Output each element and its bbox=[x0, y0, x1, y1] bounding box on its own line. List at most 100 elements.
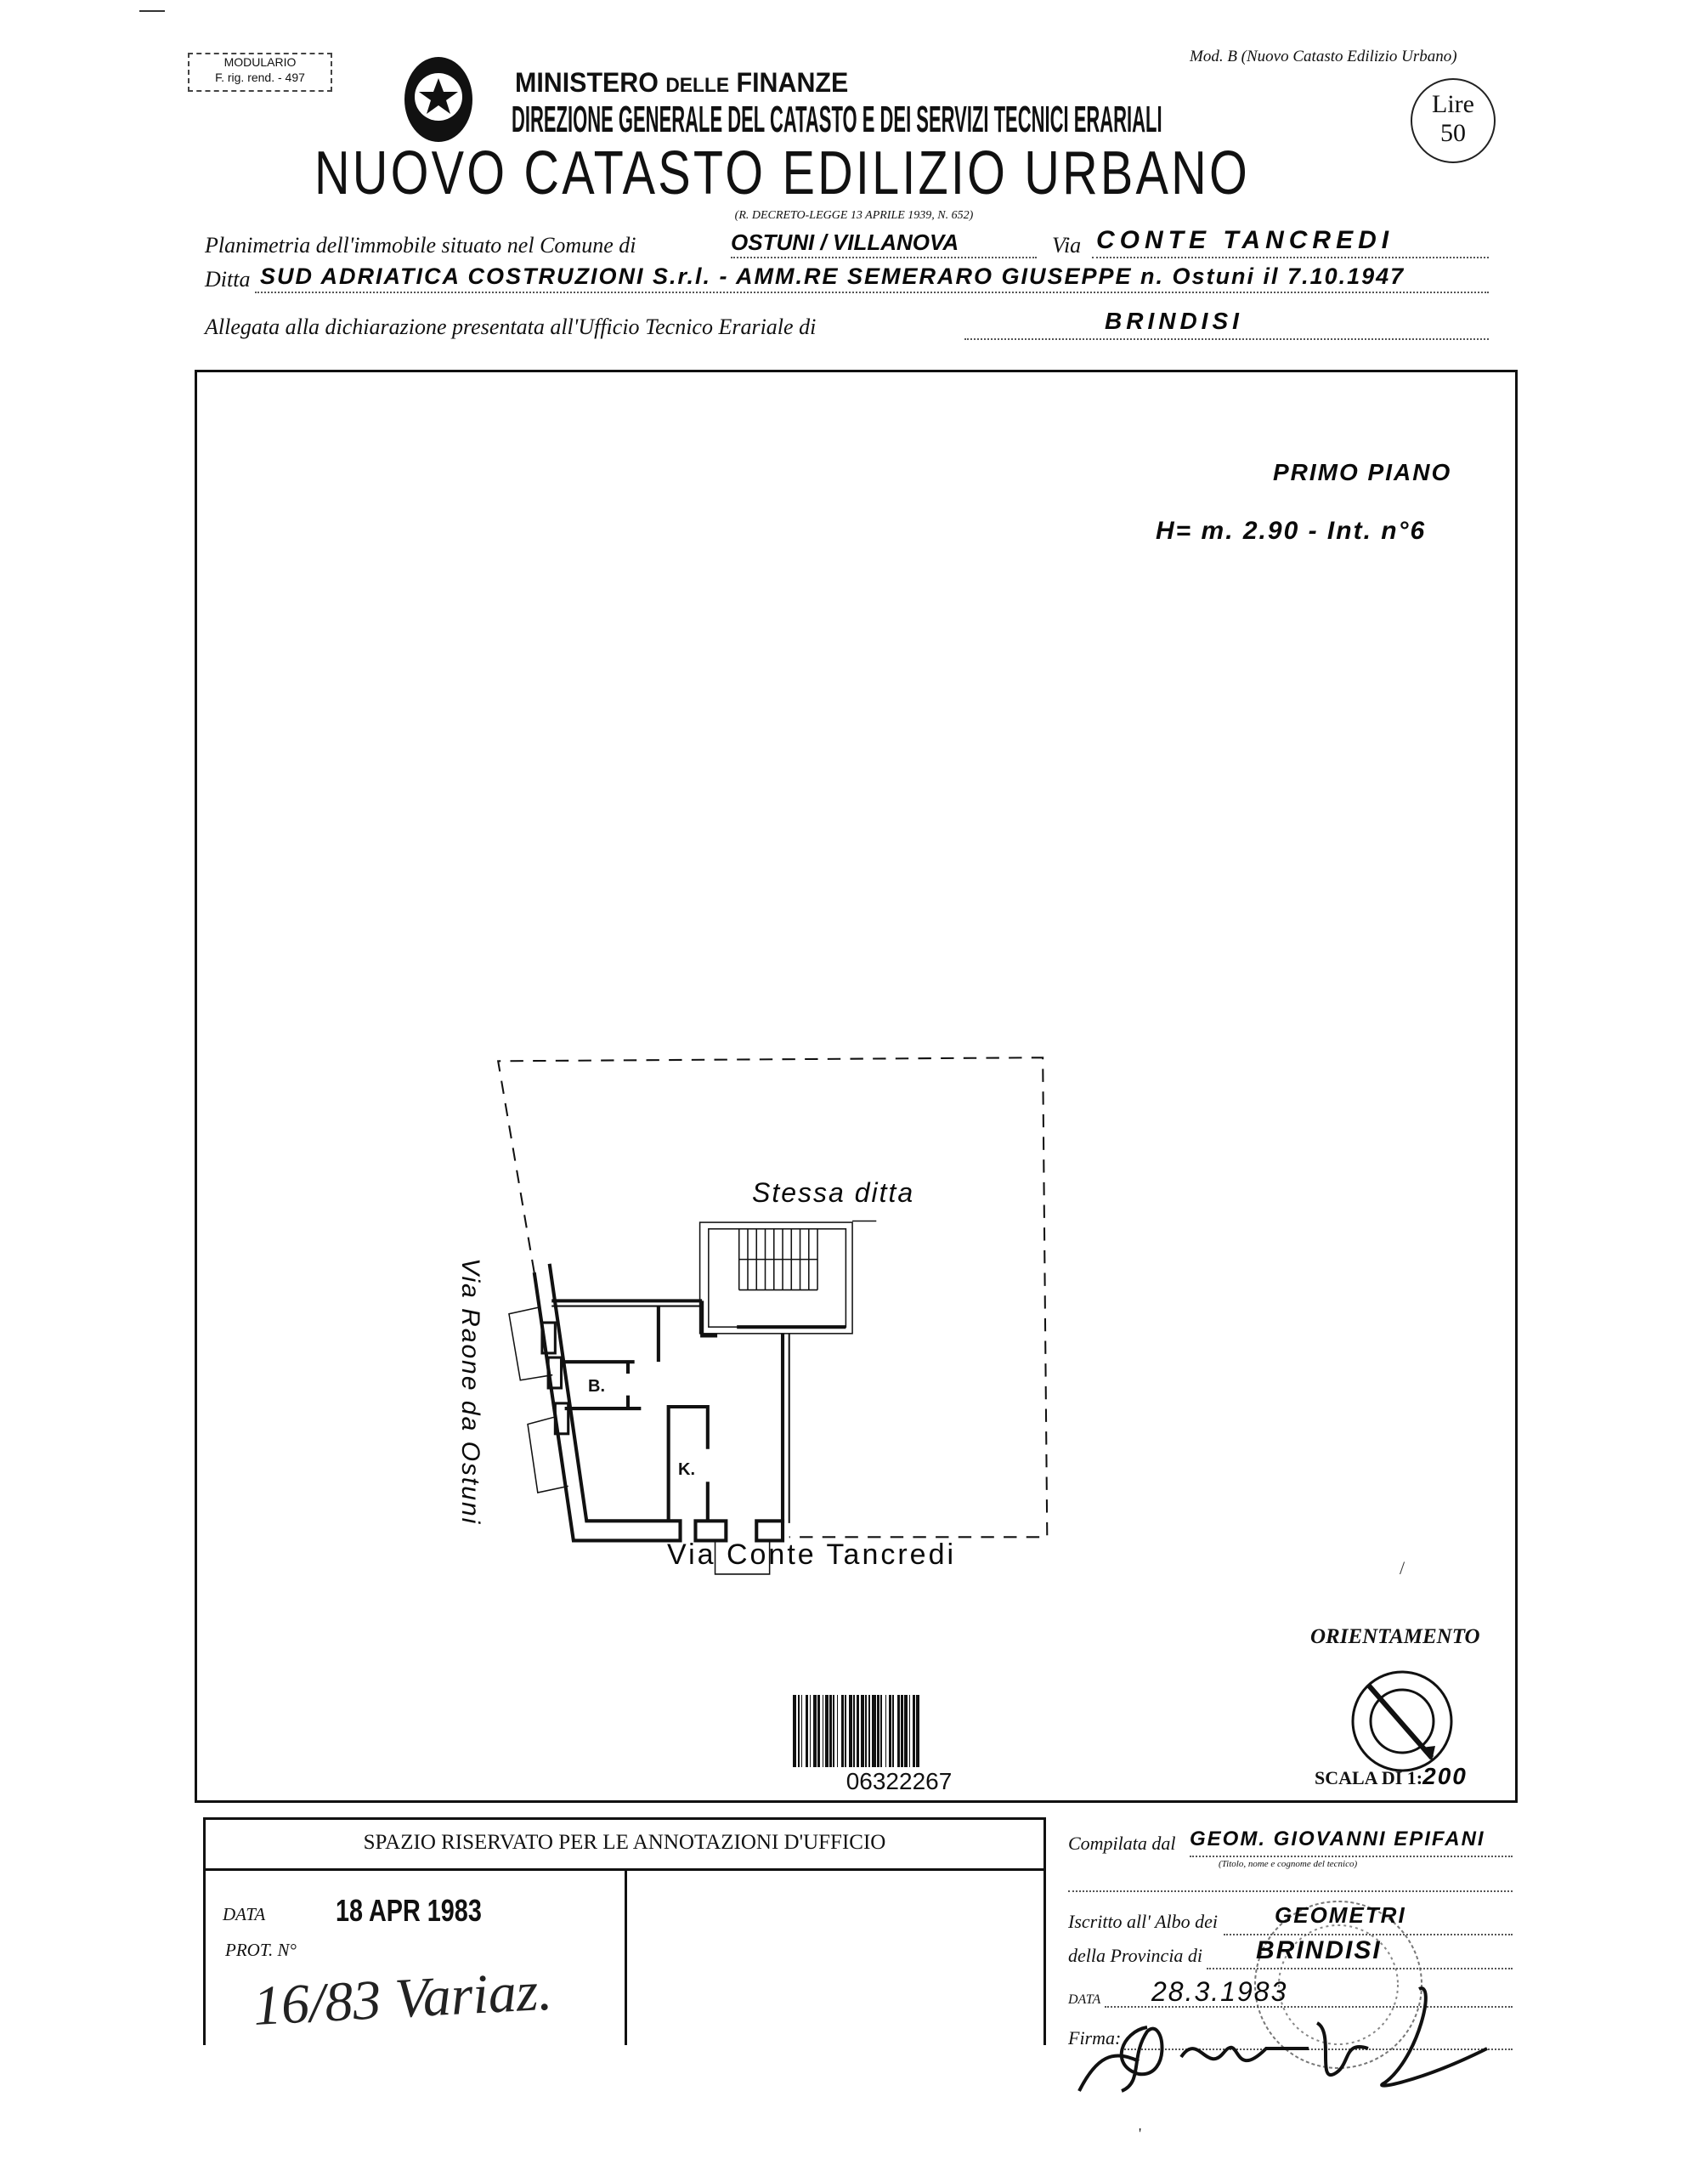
barcode-bar bbox=[824, 1695, 829, 1767]
room-kitchen-label: K. bbox=[678, 1460, 695, 1479]
scan-mark bbox=[139, 10, 165, 12]
provincia-label: della Provincia di bbox=[1068, 1945, 1203, 1966]
barcode-bar bbox=[809, 1695, 811, 1767]
scale-value: 200 bbox=[1422, 1763, 1468, 1789]
barcode-bar bbox=[885, 1695, 887, 1767]
floor-label: PRIMO PIANO bbox=[1273, 459, 1452, 485]
office-divider bbox=[625, 1871, 627, 2045]
barcode-bar bbox=[893, 1695, 897, 1767]
property-boundary bbox=[496, 1057, 1049, 1538]
ditta-field-line bbox=[255, 292, 1489, 293]
barcode-bar bbox=[902, 1695, 905, 1767]
ministry-word: MINISTERO bbox=[515, 67, 659, 98]
barcode-bar bbox=[836, 1695, 839, 1767]
compilata-hint: (Titolo, nome e cognome del tecnico) bbox=[1219, 1859, 1358, 1869]
barcode-bar bbox=[866, 1695, 869, 1767]
balconies bbox=[508, 1306, 771, 1575]
barcode-bar bbox=[829, 1695, 833, 1767]
tech-date-label: DATA bbox=[1068, 1992, 1101, 2007]
barcode-bar bbox=[860, 1695, 864, 1767]
ufficio-value: BRINDISI bbox=[1105, 308, 1243, 334]
barcode-bar bbox=[868, 1695, 870, 1767]
direzione-heading: DIREZIONE GENERALE DEL CATASTO E DEI SER… bbox=[512, 99, 1162, 140]
barcode-bar bbox=[875, 1695, 878, 1767]
barcode-bar bbox=[916, 1695, 920, 1767]
model-label: Mod. B (Nuovo Catasto Edilizio Urbano) bbox=[1190, 48, 1457, 65]
modulario-box: MODULARIO F. rig. rend. - 497 bbox=[188, 53, 332, 92]
albo-field-line bbox=[1224, 1934, 1513, 1935]
barcode-bar bbox=[879, 1695, 881, 1767]
barcode-bar bbox=[910, 1695, 913, 1767]
provincia-field-line bbox=[1207, 1968, 1513, 1969]
tick-mark: / bbox=[1400, 1557, 1405, 1578]
scale-label: SCALA DI 1:200 bbox=[1315, 1763, 1468, 1790]
firma-label: Firma: bbox=[1068, 2027, 1122, 2048]
stamp-duty-value: 50 bbox=[1440, 119, 1466, 147]
barcode-number: 06322267 bbox=[846, 1768, 953, 1794]
provincia-value: BRINDISI bbox=[1256, 1936, 1382, 1964]
barcode-bar bbox=[869, 1695, 873, 1767]
barcode-bar bbox=[889, 1695, 891, 1767]
barcode-bar bbox=[846, 1695, 849, 1767]
document-title: NUOVO CATASTO EDILIZIO URBANO bbox=[314, 139, 1250, 207]
comune-field-line bbox=[731, 257, 1037, 258]
barcode-bar bbox=[810, 1695, 813, 1767]
office-date-stamp: 18 APR 1983 bbox=[336, 1893, 482, 1928]
scale-prefix: SCALA DI 1: bbox=[1315, 1767, 1423, 1788]
firma-field-line bbox=[1122, 2048, 1513, 2050]
stamp-duty-label: Lire bbox=[1432, 90, 1474, 118]
street-left-label: Via Raone da Ostuni bbox=[456, 1258, 484, 1526]
plan-frame bbox=[195, 370, 1518, 1803]
barcode-bar bbox=[854, 1695, 857, 1767]
barcode-bar bbox=[800, 1695, 803, 1767]
barcode-bar bbox=[806, 1695, 809, 1767]
ditta-label: Ditta bbox=[205, 267, 251, 292]
barcode-bar bbox=[823, 1695, 825, 1767]
professional-seal bbox=[1254, 1901, 1422, 2069]
barcode-bar bbox=[851, 1695, 854, 1767]
barcode-bar bbox=[872, 1695, 876, 1767]
barcode-bar bbox=[900, 1695, 903, 1767]
orientation-label: ORIENTAMENTO bbox=[1310, 1625, 1480, 1648]
ditta-value: SUD ADRIATICA COSTRUZIONI S.r.l. - AMM.R… bbox=[260, 264, 1405, 289]
office-prot-label: PROT. N° bbox=[225, 1940, 297, 1960]
ministry-word: FINANZE bbox=[736, 67, 849, 98]
barcode-bar bbox=[820, 1695, 823, 1767]
barcode-bar bbox=[863, 1695, 866, 1767]
barcode-bar bbox=[838, 1695, 842, 1767]
allegata-label: Allegata alla dichiarazione presentata a… bbox=[205, 314, 817, 339]
barcode-bar bbox=[845, 1695, 846, 1767]
barcode-bar bbox=[844, 1695, 846, 1767]
via-field-line bbox=[1092, 257, 1489, 258]
scan-speck: ' bbox=[1139, 2125, 1142, 2142]
comune-value: OSTUNI / VILLANOVA bbox=[731, 230, 959, 255]
ufficio-field-line bbox=[964, 338, 1489, 340]
ministry-word: DELLE bbox=[665, 74, 730, 97]
office-date-label: DATA bbox=[223, 1904, 266, 1924]
emblem-icon bbox=[404, 57, 472, 142]
barcode-bar bbox=[808, 1695, 810, 1767]
barcode-bar bbox=[880, 1695, 882, 1767]
neighbor-label: Stessa ditta bbox=[752, 1177, 915, 1208]
barcode-bar bbox=[853, 1695, 855, 1767]
street-bottom-label: Via Conte Tancredi bbox=[667, 1538, 957, 1571]
barcode-bar bbox=[832, 1695, 834, 1767]
barcode-bar bbox=[891, 1695, 893, 1767]
modulario-label: MODULARIO bbox=[223, 55, 297, 69]
decree-reference: (R. DECRETO-LEGGE 13 APRILE 1939, N. 652… bbox=[734, 209, 974, 222]
barcode-bar bbox=[802, 1695, 806, 1767]
signature bbox=[1077, 1986, 1488, 2093]
barcode-bar bbox=[899, 1695, 901, 1767]
barcode-bar bbox=[841, 1695, 844, 1767]
barcode-bar bbox=[908, 1695, 911, 1767]
compilata-field-line bbox=[1190, 1856, 1513, 1857]
via-label: Via bbox=[1052, 233, 1082, 258]
barcode bbox=[793, 1695, 1005, 1767]
height-note: H= m. 2.90 - Int. n°6 bbox=[1156, 517, 1427, 545]
barcode-bar bbox=[904, 1695, 908, 1767]
office-annotation-title: SPAZIO RISERVATO PER LE ANNOTAZIONI D'UF… bbox=[203, 1817, 1046, 1871]
floor-plan bbox=[496, 1057, 1049, 1575]
barcode-bar bbox=[812, 1695, 817, 1767]
compilata-value: GEOM. GIOVANNI EPIFANI bbox=[1190, 1828, 1485, 1850]
barcode-bar bbox=[833, 1695, 834, 1767]
